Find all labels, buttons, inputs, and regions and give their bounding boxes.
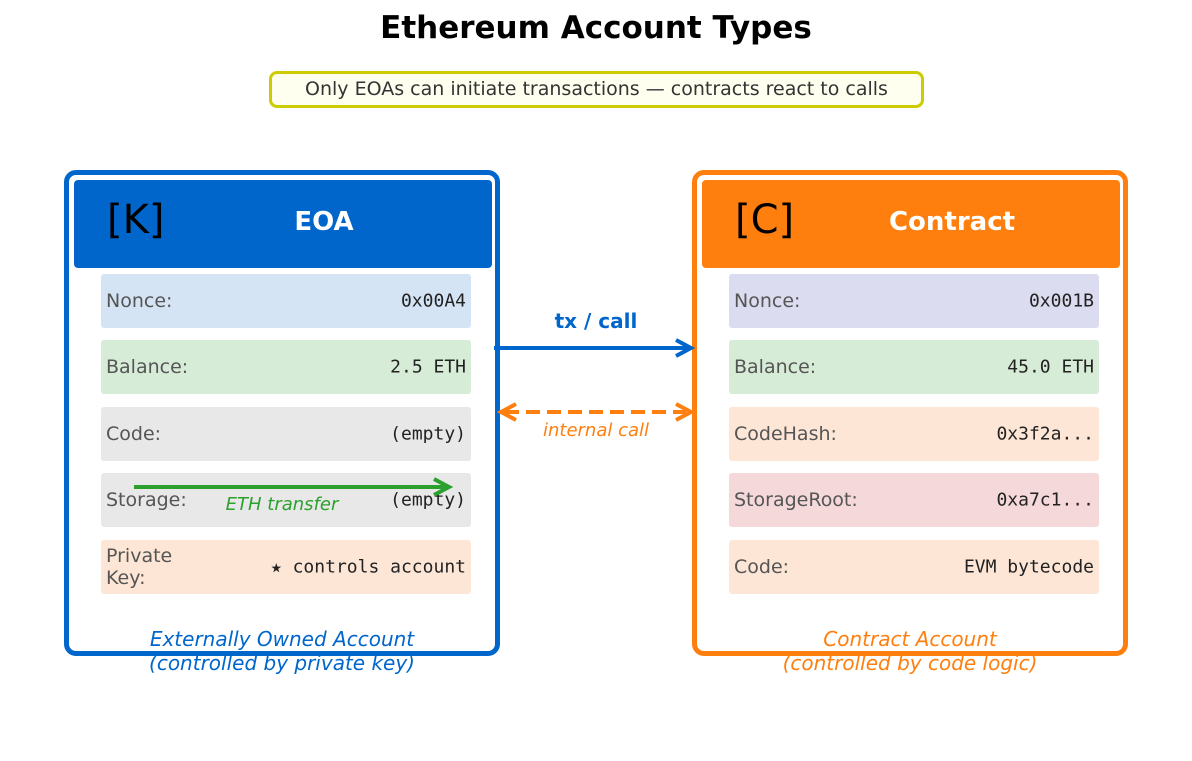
- diagram-title: Ethereum Account Types: [380, 10, 812, 46]
- field-label: Private Key:: [106, 545, 173, 589]
- field-label: StorageRoot:: [734, 489, 858, 511]
- contract-field-balance: Balance: 45.0 ETH: [729, 340, 1099, 394]
- field-label: Nonce:: [734, 290, 801, 312]
- field-label: Code:: [106, 423, 162, 445]
- eoa-header: [K] EOA: [74, 180, 492, 268]
- field-value: 45.0 ETH: [1007, 356, 1094, 378]
- contract-icon: [C]: [735, 197, 795, 243]
- field-label: Code:: [734, 556, 790, 578]
- eoa-field-nonce: Nonce: 0x00A4: [101, 274, 471, 328]
- contract-field-nonce: Nonce: 0x001B: [729, 274, 1099, 328]
- contract-caption-line1: Contract Account: [823, 627, 997, 651]
- field-value: 0x3f2a...: [996, 423, 1094, 445]
- contract-caption-line2: (controlled by code logic): [782, 651, 1038, 675]
- internal-call-label: internal call: [542, 420, 650, 441]
- contract-title: Contract: [888, 207, 1016, 237]
- field-value: ★ controls account: [270, 556, 466, 578]
- field-label: CodeHash:: [734, 423, 837, 445]
- tx-call-label: tx / call: [554, 309, 638, 333]
- eoa-field-code: Code: (empty): [101, 407, 471, 461]
- internal-call-arrow: [496, 402, 696, 422]
- eoa-caption-line2: (controlled by private key): [149, 651, 415, 675]
- contract-card: [C] Contract Nonce: 0x001B Balance: 45.0…: [692, 170, 1128, 675]
- field-value: (empty): [390, 489, 466, 511]
- contract-field-storageroot: StorageRoot: 0xa7c1...: [729, 473, 1099, 527]
- field-label: Storage:: [106, 489, 187, 511]
- eoa-caption-line1: Externally Owned Account: [149, 627, 415, 651]
- field-label: Balance:: [106, 356, 189, 378]
- eth-transfer-arrow: [134, 477, 454, 497]
- eoa-title: EOA: [294, 207, 354, 237]
- key-icon: [K]: [107, 197, 165, 243]
- contract-header: [C] Contract: [702, 180, 1120, 268]
- eoa-field-private-key: Private Key: ★ controls account: [101, 540, 471, 594]
- field-value: 0x001B: [1028, 290, 1094, 312]
- field-value: 0x00A4: [400, 290, 466, 312]
- eoa-field-balance: Balance: 2.5 ETH: [101, 340, 471, 394]
- field-value: 0xa7c1...: [996, 489, 1094, 511]
- field-value: (empty): [390, 423, 466, 445]
- eoa-caption: Externally Owned Account (controlled by …: [69, 627, 495, 675]
- field-value: EVM bytecode: [963, 556, 1094, 578]
- eoa-field-storage: Storage: (empty): [101, 473, 471, 527]
- contract-field-codehash: CodeHash: 0x3f2a...: [729, 407, 1099, 461]
- eoa-card: [K] EOA Nonce: 0x00A4 Balance: 2.5 ETH C…: [64, 170, 500, 675]
- field-label: Balance:: [734, 356, 817, 378]
- subtitle-note: Only EOAs can initiate transactions — co…: [269, 71, 924, 108]
- tx-call-arrow: [494, 338, 696, 358]
- field-value: 2.5 ETH: [390, 356, 466, 378]
- contract-caption: Contract Account (controlled by code log…: [697, 627, 1123, 675]
- eth-transfer-label: ETH transfer: [225, 494, 339, 515]
- contract-field-code: Code: EVM bytecode: [729, 540, 1099, 594]
- field-label: Nonce:: [106, 290, 173, 312]
